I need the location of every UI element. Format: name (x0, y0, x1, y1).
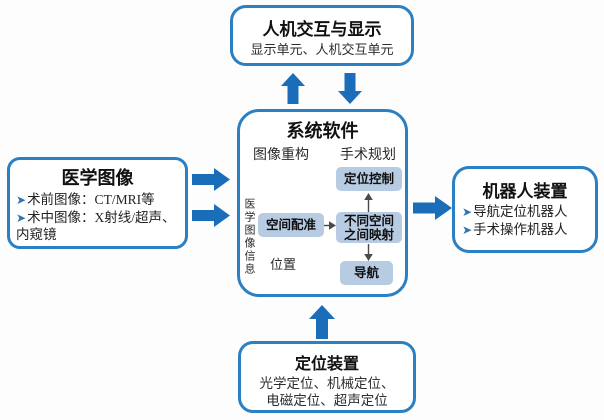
box-subtitle-line1: 光学定位、机械定位、 (259, 376, 395, 391)
box-title: 医学图像 (61, 168, 134, 188)
list-item: ➤手术操作机器人 (462, 221, 591, 239)
thin-arrow-up-icon (364, 193, 373, 212)
list-item: ➤导航定位机器人 (462, 203, 591, 221)
arrow-bullet-icon: ➤ (462, 222, 473, 237)
node-positioning-control: 定位控制 (336, 167, 402, 191)
block-arrow-up-icon (281, 73, 305, 104)
list-item: ➤术前图像：CT/MRI等 (16, 191, 181, 209)
box-system-software: 系统软件 图像重构 手术规划 医学图像信息 定位控制 空间配准 不同空间 之间映… (237, 109, 408, 297)
box-subtitle-line2: 电磁定位、超声定位 (266, 392, 388, 408)
block-arrow-right-icon (192, 204, 230, 227)
label-position: 位置 (270, 257, 297, 272)
block-arrow-right-icon (192, 168, 230, 191)
arrow-bullet-icon: ➤ (16, 193, 27, 207)
thin-arrow-down-icon (364, 244, 373, 261)
node-spatial-registration: 空间配准 (258, 213, 324, 237)
arrow-bullet-icon: ➤ (462, 205, 473, 219)
arrow-bullet-icon: ➤ (16, 210, 27, 225)
list-item-text: 术前图像：CT/MRI等 (27, 192, 155, 207)
thin-arrow-right-icon (324, 221, 336, 230)
node-navigation: 导航 (340, 261, 393, 285)
box-title: 定位装置 (294, 356, 359, 373)
block-arrow-right-icon (413, 196, 452, 220)
list-item-text: 术中图像：X射线/超声、内窥镜 (16, 209, 176, 243)
node-space-mapping: 不同空间 之间映射 (336, 212, 402, 243)
box-title: 系统软件 (286, 121, 359, 141)
list-item-text: 手术操作机器人 (473, 221, 568, 237)
box-positioning-devices: 定位装置 光学定位、机械定位、 电磁定位、超声定位 (238, 341, 416, 413)
box-title: 机器人装置 (482, 182, 568, 201)
list-item-text: 导航定位机器人 (473, 204, 568, 219)
box-subtitle: 显示单元、人机交互单元 (250, 42, 394, 57)
box-robot-devices: 机器人装置 ➤导航定位机器人 ➤手术操作机器人 (452, 166, 598, 253)
block-arrow-down-icon (338, 73, 362, 104)
label-image-reconstruction: 图像重构 (253, 148, 309, 163)
box-human-machine-interaction: 人机交互与显示 显示单元、人机交互单元 (230, 5, 414, 66)
block-arrow-up-icon (309, 305, 335, 339)
list-item: ➤术中图像：X射线/超声、内窥镜 (16, 209, 181, 244)
label-medical-image-info: 医学图像信息 (243, 198, 255, 276)
label-surgery-planning: 手术规划 (340, 148, 396, 163)
box-medical-images: 医学图像 ➤术前图像：CT/MRI等 ➤术中图像：X射线/超声、内窥镜 (7, 157, 188, 249)
box-title: 人机交互与显示 (262, 20, 382, 39)
